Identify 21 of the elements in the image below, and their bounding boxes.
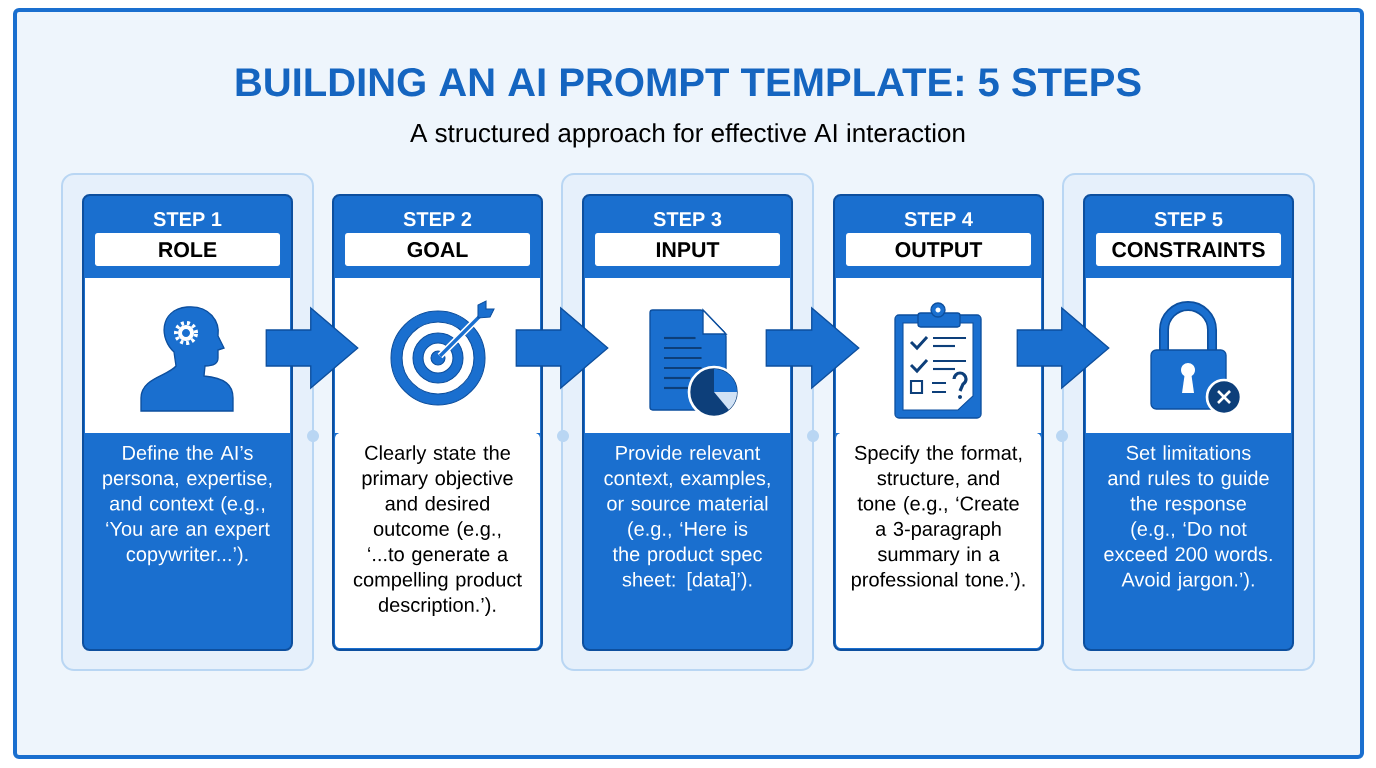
label-box: GOAL	[345, 233, 530, 266]
arrow	[515, 306, 609, 390]
step-number: STEP 5	[1154, 212, 1223, 227]
label-box: INPUT	[595, 233, 780, 266]
label-box: CONSTRAINTS	[1096, 233, 1281, 266]
description-text: Define the AI’s persona, expertise, and context (e.g., ‘You are an expert copywriter...’).	[103, 445, 272, 566]
step-number: STEP 2	[403, 212, 472, 227]
subtitle: A structured approach for effective AI interaction	[410, 123, 965, 148]
description-text: Clearly state the primary objective and desired outcome (e.g., ‘...to generate a compelling product description.’).	[353, 445, 522, 616]
step-number: STEP 1	[153, 212, 222, 227]
label-box: ROLE	[95, 233, 280, 266]
arrow	[265, 306, 359, 390]
description-text: Set limitations and rules to guide the response (e.g., ‘Do not exceed 200 words. Avoid jargon.’).	[1104, 445, 1272, 591]
step-number: STEP 3	[653, 212, 722, 227]
description-text: Provide relevant context, examples, or source material (e.g., ‘Here is the product spec sheet: [data]’).	[604, 445, 770, 591]
label-box: OUTPUT	[846, 233, 1031, 266]
arrow	[1016, 306, 1110, 390]
title: BUILDING AN AI PROMPT TEMPLATE: 5 STEPS	[236, 68, 1141, 97]
step-number: STEP 4	[904, 212, 973, 227]
arrow	[765, 306, 860, 390]
description-text: Specify the format, structure, and tone (e.g., ‘Create a 3-paragraph summary in a professional tone.’).	[852, 445, 1025, 591]
